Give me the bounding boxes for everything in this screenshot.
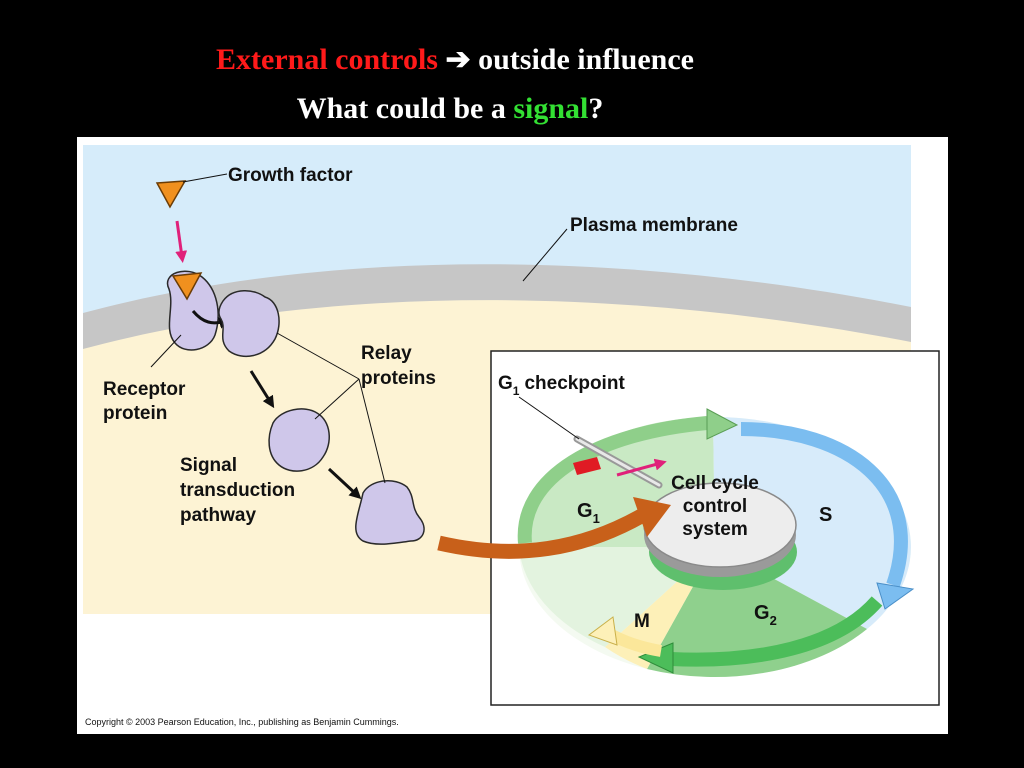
question-text: What could be a [296, 92, 514, 125]
copyright-notice: Copyright © 2003 Pearson Education, Inc.… [85, 717, 399, 727]
title-external-controls: External controls [216, 43, 438, 76]
relay-leader-2 [314, 378, 360, 420]
relay-protein-3 [355, 480, 425, 545]
s-arc-arrow [740, 422, 908, 588]
plasma-membrane [83, 264, 911, 349]
g1-arc-arrow [517, 416, 708, 544]
signal-to-cycle-arrow [437, 508, 647, 559]
relay-arrow-1-icon [249, 370, 275, 409]
slide-title: External controls ➔ outside influence [0, 42, 910, 77]
g1-checkpoint-marker [573, 457, 601, 475]
growth-factor-label: Growth factor [228, 165, 353, 186]
signal-label-line3: pathway [180, 505, 256, 526]
signal-label-line2: transduction [180, 480, 295, 501]
title-arrow-icon: ➔ [445, 43, 471, 76]
plasma-membrane-label: Plasma membrane [570, 215, 738, 236]
phase-s-label: S [819, 504, 832, 526]
relay-leader-1 [276, 332, 360, 380]
receptor-label-line1: Receptor [103, 379, 186, 400]
receptor-leader [150, 334, 182, 368]
relay-protein-1 [218, 290, 280, 358]
cell-signaling-diagram: Growth factor Receptor protein Relay pro… [83, 145, 940, 727]
bound-growth-factor-icon [171, 272, 203, 301]
relay-label-line2: proteins [361, 368, 436, 389]
checkpoint-arrow-icon [616, 458, 667, 477]
checkpoint-leader [518, 396, 580, 440]
growth-factor-leader [182, 173, 228, 183]
question-mark: ? [588, 92, 604, 125]
control-label-line3: system [682, 519, 748, 540]
title-outside-influence: outside influence [478, 43, 694, 76]
relay-leader-3 [358, 378, 386, 484]
growth-factor-icon [155, 180, 187, 209]
relay-protein-2 [268, 408, 330, 472]
diagram-panel: Growth factor Receptor protein Relay pro… [77, 137, 948, 734]
g1-arrowhead-icon [706, 408, 739, 440]
signal-arrowhead-icon [633, 497, 671, 537]
control-label-line1: Cell cycle [671, 473, 759, 494]
plasma-membrane-leader [522, 228, 568, 282]
relay-label-line1: Relay [361, 343, 412, 364]
control-label-line2: control [683, 496, 747, 517]
checkpoint-bar-highlight [575, 437, 661, 487]
slide-question: What could be a signal? [0, 92, 900, 126]
relay-arrow-2-icon [327, 467, 362, 500]
question-signal: signal [513, 92, 589, 125]
binding-arrow-icon [175, 220, 188, 263]
receptor-protein [166, 270, 219, 351]
receptor-label-line2: protein [103, 403, 167, 424]
cell-cycle-wheel [517, 408, 915, 678]
phase-g2-label: G2 [754, 602, 777, 628]
g2-arc-arrow [670, 596, 883, 667]
signal-label-line1: Signal [180, 455, 237, 476]
s-arrowhead-icon [876, 582, 915, 610]
phase-g1-label: G1 [577, 500, 600, 526]
phase-m-label: M [634, 611, 650, 632]
m-arrowhead-icon [587, 616, 618, 646]
